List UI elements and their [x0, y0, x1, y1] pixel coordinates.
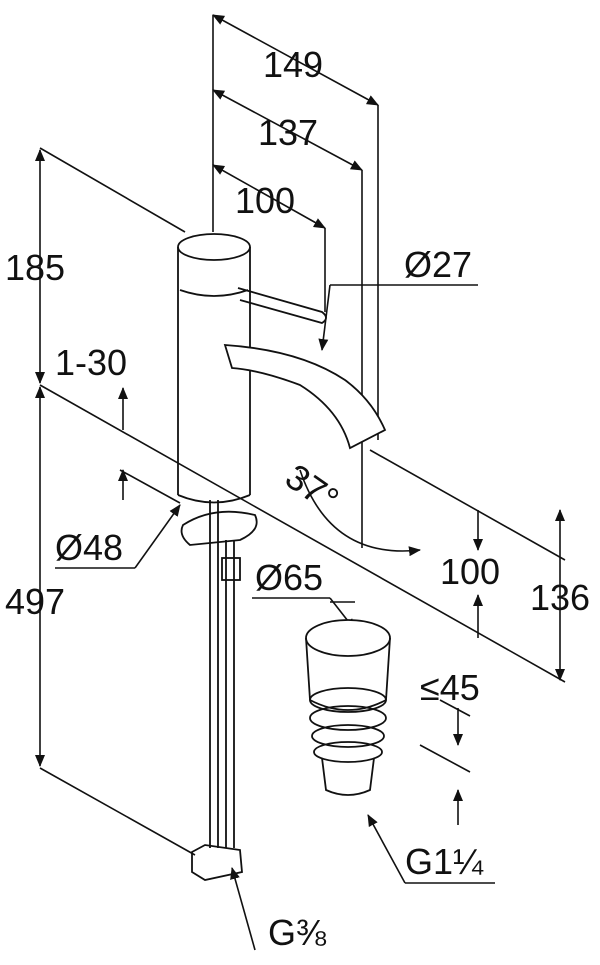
waste-height-label: ≤45: [420, 667, 480, 708]
hose-thread-label: G⅜: [268, 912, 327, 953]
dim-100-lever-label: 100: [235, 180, 296, 221]
dim-185-label: 185: [5, 247, 66, 288]
waste-thread-label: G1¼: [405, 841, 484, 882]
deck-thickness-label: 1-30: [55, 342, 128, 383]
dim-149-label: 149: [263, 44, 324, 85]
dim-137-label: 137: [258, 112, 319, 153]
pop-up-waste: [305, 619, 391, 796]
body-diameter-label: Ø48: [55, 527, 124, 568]
extension-lines: [39, 15, 566, 884]
waste-diameter-label: Ø65: [255, 557, 324, 598]
dim-497-label: 497: [5, 581, 66, 622]
faucet-body: [177, 233, 387, 881]
dim-136-label: 136: [530, 577, 591, 618]
spout-diameter-label: Ø27: [404, 244, 473, 285]
dim-100-spout-label: 100: [440, 551, 501, 592]
